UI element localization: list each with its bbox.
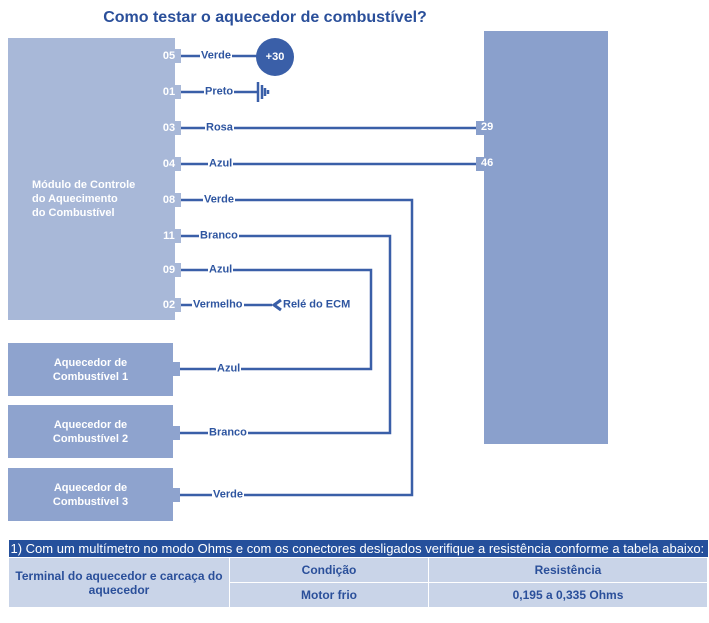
wire-label: Azul (208, 157, 234, 171)
heater-label: Aquecedor de (53, 481, 128, 494)
wire-label: Branco (199, 229, 239, 243)
module-label-line: do Combustível (32, 207, 115, 219)
wire-label: Preto (204, 85, 235, 99)
ecm-pin-29: 29 (481, 121, 494, 133)
wire-11 (180, 234, 392, 435)
pin-number: 09 (159, 263, 179, 277)
pin-number: 11 (159, 229, 179, 243)
wiring-lines (172, 49, 486, 502)
wire-label: Vermelho (192, 298, 244, 312)
heater-label: Aquecedor de (53, 418, 128, 431)
ecm-pin-46: 46 (481, 157, 494, 169)
heater-wire-label: Verde (212, 488, 244, 502)
pin-number: 03 (159, 121, 179, 135)
resistance-value: 0,195 a 0,335 Ohms (428, 582, 708, 608)
wire-label: Verde (203, 193, 235, 207)
pin-number: 05 (159, 49, 179, 63)
header-condition: Condição (229, 557, 429, 583)
pin-number: 02 (159, 298, 179, 312)
heater-label: Aquecedor de (53, 356, 128, 369)
wire-label: Azul (208, 263, 234, 277)
pin-number: 08 (159, 193, 179, 207)
heater-wire-label: Azul (216, 362, 242, 376)
relay-label: Relé do ECM (282, 298, 352, 312)
pin-number: 01 (159, 85, 179, 99)
wire-09 (180, 268, 373, 371)
heater-label: Combustível 2 (52, 432, 129, 445)
pin-number: 04 (159, 157, 179, 171)
heater-label: Combustível 1 (52, 370, 129, 383)
module-label-line: Módulo de Controle (32, 179, 136, 191)
heater-label: Combustível 3 (52, 495, 129, 508)
diagram-title: Como testar o aquecedor de combustível? (103, 9, 427, 26)
wire-08 (180, 198, 414, 497)
heater-wire-label: Branco (208, 426, 248, 440)
condition-value: Motor frio (229, 582, 429, 608)
header-resistance: Resistência (428, 557, 708, 583)
ecm-box (484, 31, 608, 444)
wire-label: Rosa (205, 121, 234, 135)
resistance-table: 1) Com um multímetro no modo Ohms e com … (8, 540, 708, 608)
control-module-box (8, 38, 175, 320)
instruction-text: 1) Com um multímetro no modo Ohms e com … (8, 540, 708, 558)
module-label-line: do Aquecimento (32, 193, 118, 205)
supply-30-circle: +30 (256, 38, 294, 76)
wire-label: Verde (200, 49, 232, 63)
row-label: Terminal do aquecedor e carcaça do aquec… (8, 557, 230, 608)
control-module-label: Módulo de Controle do Aquecimento do Com… (32, 178, 135, 220)
